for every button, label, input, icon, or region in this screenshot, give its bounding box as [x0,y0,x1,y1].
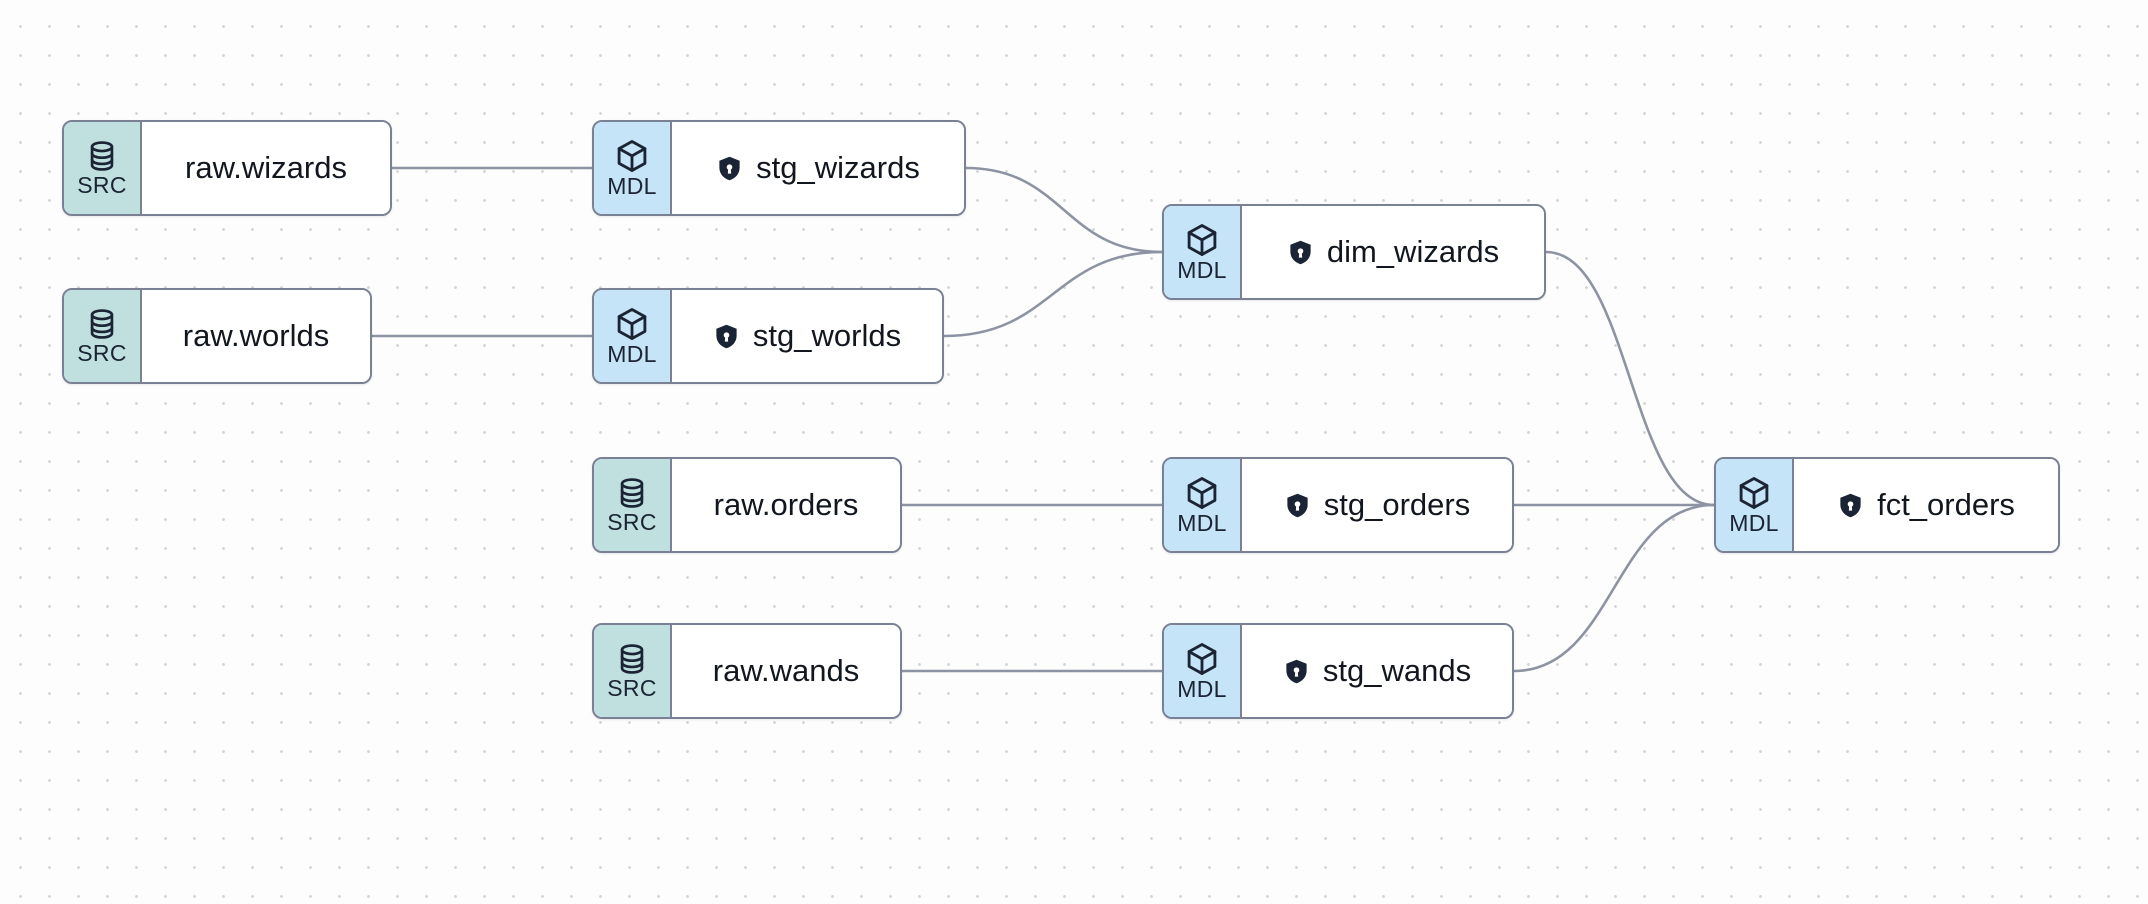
edge-dim_wizards-to-fct_orders [1544,250,1716,507]
node-kind-badge-stg_orders: MDL [1164,459,1242,551]
database-icon [85,139,119,173]
node-kind-label: MDL [1729,510,1779,536]
shield-lock-icon [713,323,740,350]
node-kind-badge-stg_worlds: MDL [594,290,672,382]
cube-icon [614,306,650,342]
node-body-dim_wizards: dim_wizards [1242,206,1544,298]
node-kind-badge-raw_worlds: SRC [64,290,142,382]
cube-icon [1184,475,1220,511]
node-kind-badge-raw_wands: SRC [594,625,672,717]
node-kind-badge-fct_orders: MDL [1716,459,1794,551]
node-raw_wands[interactable]: SRC raw.wands [592,623,902,719]
node-label: raw.orders [713,487,859,522]
database-icon [615,476,649,510]
node-body-raw_wands: raw.wands [672,625,900,717]
node-body-stg_wizards: stg_wizards [672,122,964,214]
node-raw_worlds[interactable]: SRC raw.worlds [62,288,372,384]
node-label: stg_worlds [752,318,902,353]
node-kind-label: SRC [607,509,657,535]
node-kind-label: SRC [607,675,657,701]
node-raw_orders[interactable]: SRC raw.orders [592,457,902,553]
node-body-stg_worlds: stg_worlds [672,290,942,382]
node-stg_wands[interactable]: MDL stg_wands [1162,623,1514,719]
database-icon [85,307,119,341]
node-body-raw_orders: raw.orders [672,459,900,551]
node-kind-label: SRC [77,172,127,198]
node-body-raw_worlds: raw.worlds [142,290,370,382]
node-kind-label: MDL [607,341,657,367]
edge-stg_worlds-to-dim_wizards [942,250,1164,338]
node-kind-label: MDL [1177,257,1227,283]
node-label: raw.wands [712,653,860,688]
shield-lock-icon [1283,658,1310,685]
node-kind-badge-stg_wizards: MDL [594,122,672,214]
database-icon [615,642,649,676]
node-label: raw.worlds [182,318,330,353]
node-body-stg_orders: stg_orders [1242,459,1512,551]
node-kind-badge-dim_wizards: MDL [1164,206,1242,298]
node-kind-badge-raw_wizards: SRC [64,122,142,214]
node-label: raw.wizards [185,150,347,185]
node-body-fct_orders: fct_orders [1794,459,2058,551]
node-kind-label: MDL [607,173,657,199]
shield-lock-icon [1287,239,1314,266]
node-label: dim_wizards [1326,234,1500,269]
node-kind-label: MDL [1177,510,1227,536]
node-label: stg_orders [1323,487,1471,522]
node-body-raw_wizards: raw.wizards [142,122,390,214]
node-kind-label: SRC [77,340,127,366]
cube-icon [614,138,650,174]
node-kind-badge-raw_orders: SRC [594,459,672,551]
node-body-stg_wands: stg_wands [1242,625,1512,717]
node-dim_wizards[interactable]: MDL dim_wizards [1162,204,1546,300]
cube-icon [1184,222,1220,258]
node-stg_wizards[interactable]: MDL stg_wizards [592,120,966,216]
cube-icon [1184,641,1220,677]
node-kind-badge-stg_wands: MDL [1164,625,1242,717]
node-label: stg_wands [1322,653,1472,688]
node-label: stg_wizards [756,150,920,185]
shield-lock-icon [1284,492,1311,519]
shield-lock-icon [716,155,743,182]
cube-icon [1736,475,1772,511]
edge-stg_wizards-to-dim_wizards [964,166,1164,254]
node-stg_worlds[interactable]: MDL stg_worlds [592,288,944,384]
edge-stg_wands-to-fct_orders [1512,503,1716,673]
node-label: fct_orders [1877,487,2015,522]
node-stg_orders[interactable]: MDL stg_orders [1162,457,1514,553]
node-kind-label: MDL [1177,676,1227,702]
node-raw_wizards[interactable]: SRC raw.wizards [62,120,392,216]
node-fct_orders[interactable]: MDL fct_orders [1714,457,2060,553]
shield-lock-icon [1837,492,1864,519]
